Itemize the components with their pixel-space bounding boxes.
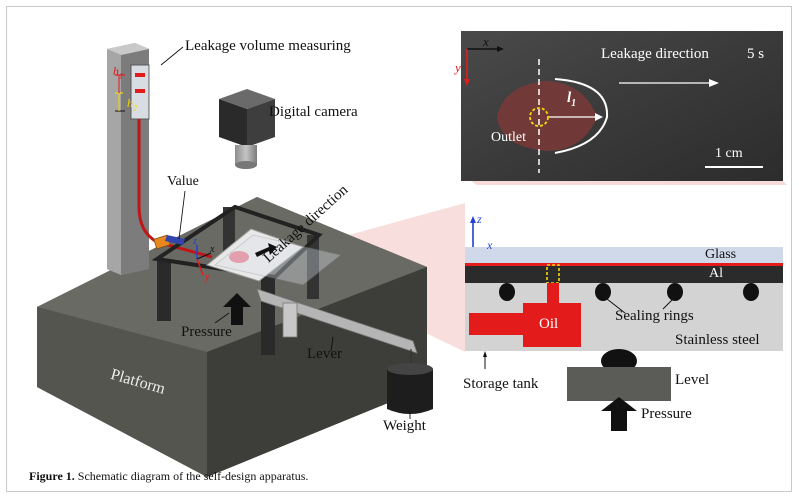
apparatus-axis-x: x — [210, 244, 215, 255]
glass-layer — [465, 247, 783, 263]
digital-camera-label: Digital camera — [269, 104, 358, 120]
digital-camera — [219, 89, 275, 169]
photo-leakage-direction: Leakage direction — [601, 46, 709, 62]
h2-label: h2 — [127, 96, 137, 113]
weight-label: Weight — [383, 418, 426, 434]
figure-canvas — [37, 31, 787, 477]
h1-label: h1 — [113, 64, 123, 81]
al-label: Al — [709, 266, 723, 281]
section-pressure-label: Pressure — [641, 406, 692, 422]
photo-axis-y: y — [455, 60, 461, 75]
photo-axis-x: x — [483, 34, 489, 49]
caption-label: Figure 1. — [29, 469, 75, 483]
scale-label: 1 cm — [715, 146, 743, 161]
oil-chamber — [523, 303, 581, 347]
leader-lines — [160, 46, 411, 419]
l1-label: l1 — [567, 90, 577, 109]
figure-frame: Leakage volume measuring Digital camera … — [6, 6, 792, 492]
sealing-rings-label: Sealing rings — [615, 308, 694, 324]
pressure-label: Pressure — [181, 324, 232, 340]
al-layer — [465, 266, 783, 283]
lever-label: Lever — [307, 346, 342, 362]
apparatus-axes — [196, 245, 212, 276]
apparatus-axis-y: y — [205, 272, 210, 283]
loading-frame — [151, 204, 418, 355]
apparatus-axis-z: z — [193, 236, 197, 247]
storage-tank-label: Storage tank — [463, 376, 539, 392]
oil-label: Oil — [539, 316, 559, 332]
section-pressure-arrow — [601, 397, 637, 431]
pressure-arrow — [223, 293, 251, 325]
outlet-label: Outlet — [491, 130, 526, 145]
glass-label: Glass — [705, 247, 737, 262]
value-label: Value — [167, 174, 199, 189]
weight — [387, 349, 433, 414]
stainless-steel-label: Stainless steel — [675, 332, 760, 348]
cross-section — [465, 216, 783, 431]
section-axis-z: z — [477, 212, 482, 226]
leakage-volume-label: Leakage volume measuring — [185, 38, 351, 54]
figure-caption: Figure 1. Schematic diagram of the self-… — [29, 469, 308, 484]
level-block — [567, 367, 671, 401]
level-label: Level — [675, 372, 710, 388]
leakage-photo — [461, 31, 783, 181]
caption-text: Schematic diagram of the self-design app… — [74, 469, 309, 483]
photo-time: 5 s — [747, 46, 765, 62]
section-axis-x: x — [487, 238, 493, 252]
